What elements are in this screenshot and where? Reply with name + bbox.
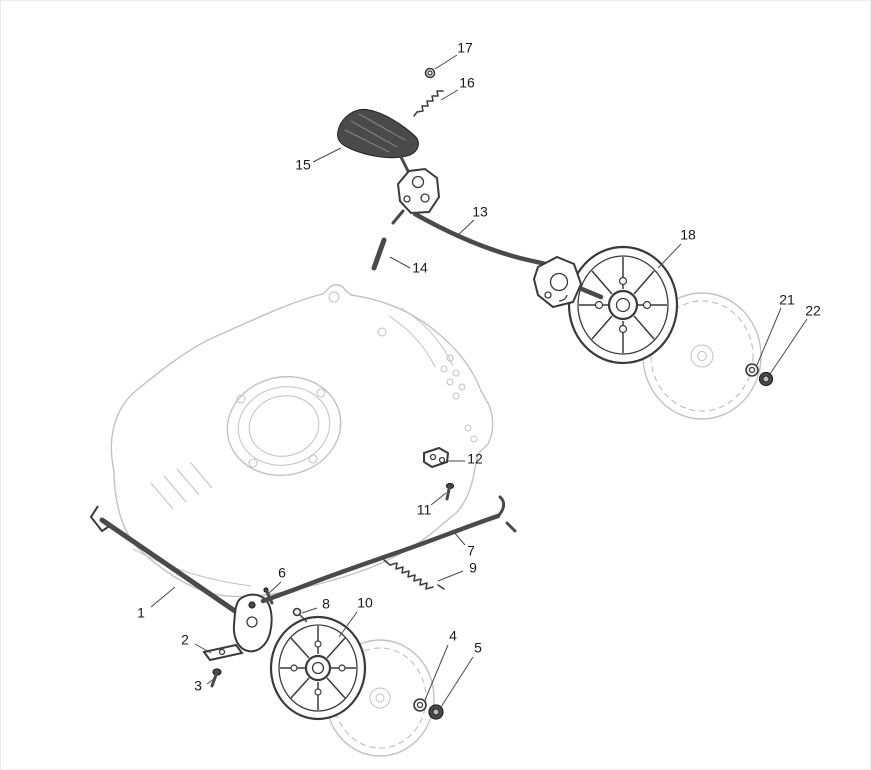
callout-label-4: 4	[449, 628, 457, 644]
leader-line-6	[268, 581, 282, 594]
adjuster-nut	[424, 67, 436, 79]
leader-line-14	[389, 256, 411, 269]
callout-label-5: 5	[474, 640, 482, 656]
front-wheel-rim	[269, 615, 367, 721]
leader-line-22	[769, 318, 808, 375]
deck-center-ring	[226, 375, 342, 477]
retainer-screw	[210, 668, 222, 688]
link-bolt	[292, 607, 308, 623]
adjuster-spring	[413, 90, 444, 117]
leader-line-4	[424, 644, 449, 701]
callout-label-11: 11	[417, 502, 432, 518]
height-link-rod	[260, 495, 517, 604]
callout-label-7: 7	[467, 543, 475, 559]
leader-line-9	[437, 570, 464, 582]
leader-line-17	[434, 54, 458, 70]
front-axle-rod	[89, 505, 254, 625]
leader-line-8	[301, 607, 318, 614]
callout-label-6: 6	[278, 565, 286, 581]
callout-label-9: 9	[469, 560, 477, 576]
rear-axle-bracket-plate	[532, 255, 583, 309]
front-axle-bracket-plate	[232, 593, 273, 653]
callout-label-18: 18	[680, 227, 696, 243]
callout-label-15: 15	[295, 157, 311, 173]
callout-label-1: 1	[137, 605, 145, 621]
cotter-pin-small	[263, 587, 274, 605]
mount-screw	[445, 482, 455, 501]
mower-deck-ghost	[110, 284, 494, 598]
callout-label-16: 16	[459, 75, 475, 91]
leader-line-21	[756, 307, 782, 366]
leader-line-13	[456, 219, 475, 237]
callout-label-10: 10	[357, 595, 373, 611]
callout-label-21: 21	[779, 292, 795, 308]
adjuster-pivot-plate	[391, 167, 441, 225]
hinge-pin	[371, 237, 387, 271]
leader-line-3	[206, 677, 216, 685]
leader-line-18	[657, 243, 682, 269]
front-wheel-washer	[413, 698, 427, 712]
leader-line-11	[430, 492, 447, 506]
callout-label-13: 13	[472, 204, 488, 220]
leader-line-16	[440, 89, 459, 101]
leader-line-5	[440, 656, 474, 708]
callout-label-22: 22	[805, 303, 821, 319]
callout-label-12: 12	[467, 451, 483, 467]
callout-label-3: 3	[194, 678, 202, 694]
leader-line-7	[452, 530, 466, 546]
leader-line-2	[194, 643, 212, 654]
link-spring	[383, 559, 445, 590]
leader-line-1	[150, 586, 176, 608]
front-wheel-nut	[428, 704, 444, 720]
rear-wheel-nut	[758, 371, 774, 387]
callout-label-8: 8	[322, 596, 330, 612]
callout-label-17: 17	[457, 40, 473, 56]
mount-bracket	[423, 446, 450, 469]
leader-line-10	[338, 611, 358, 638]
rear-wheel-washer	[745, 363, 759, 377]
callout-label-14: 14	[412, 260, 428, 276]
rear-wheel-rim	[567, 245, 679, 365]
height-adjust-lever-grip	[337, 108, 419, 173]
axle-retainer-bar	[202, 643, 244, 662]
leader-line-15	[312, 147, 342, 163]
callout-label-2: 2	[181, 632, 189, 648]
